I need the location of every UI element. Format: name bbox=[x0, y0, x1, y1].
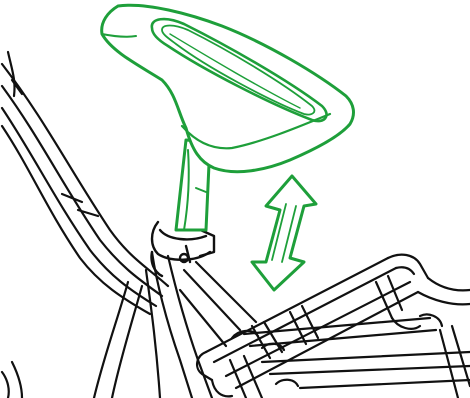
rear-rack bbox=[196, 253, 470, 398]
seat-clamp bbox=[150, 220, 216, 278]
bike-frame bbox=[0, 50, 470, 398]
down-tube bbox=[0, 280, 144, 398]
top-tube bbox=[0, 50, 170, 316]
double-arrow-icon bbox=[250, 174, 318, 292]
saddle bbox=[100, 3, 355, 174]
seat-stays bbox=[144, 250, 258, 398]
